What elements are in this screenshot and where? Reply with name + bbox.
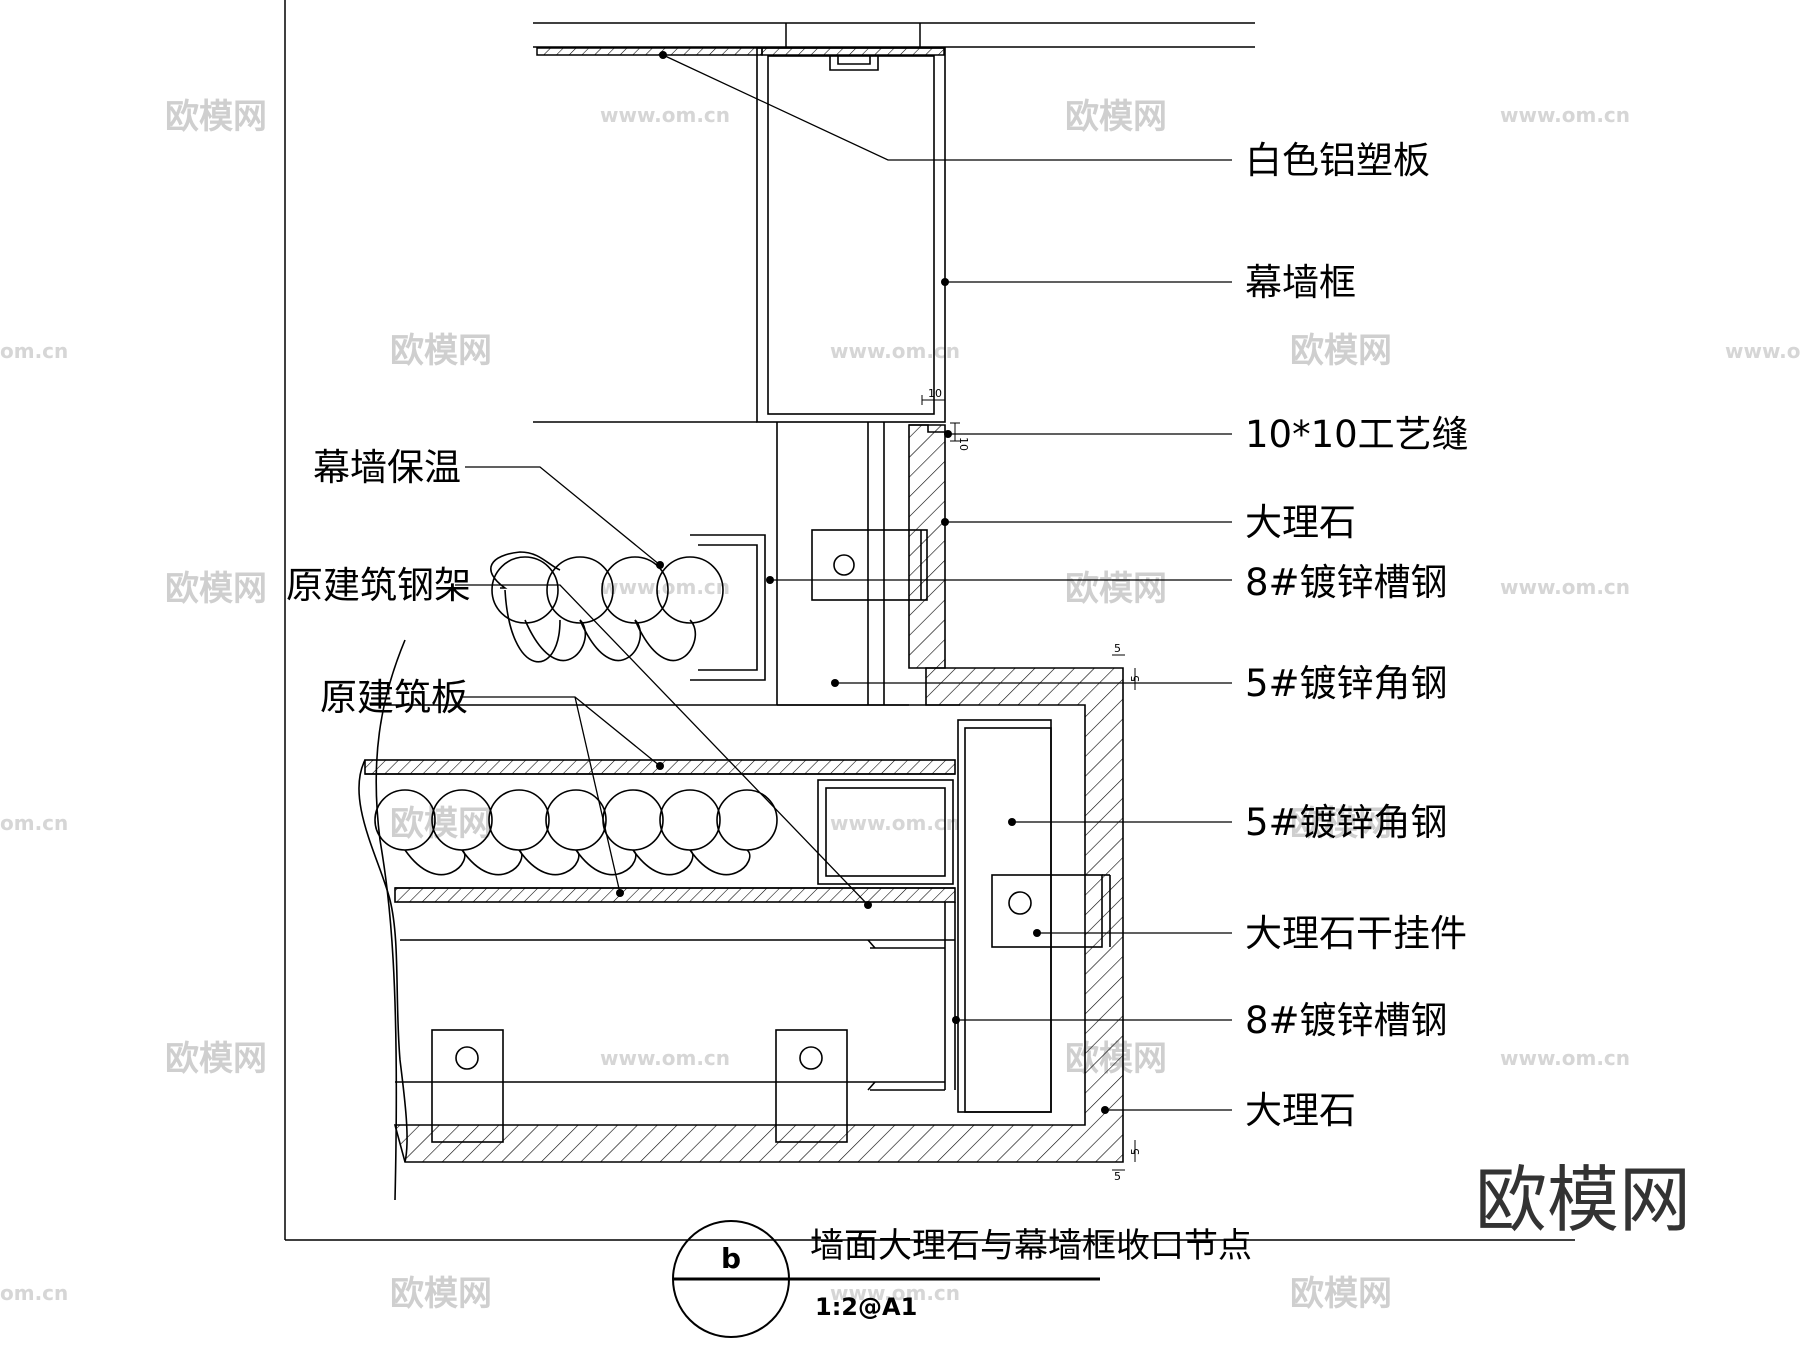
watermark-url: www.om.cn — [600, 1046, 730, 1070]
label-marble-upper: 大理石 — [1245, 501, 1356, 544]
label-insulation: 幕墙保温 — [313, 446, 461, 489]
watermark-url: www.om.cn — [830, 1281, 960, 1305]
insulation-lower — [374, 789, 778, 876]
edge-bottom-a-value: 5 — [1114, 1170, 1121, 1183]
watermark-brand: 欧模网 — [1065, 97, 1167, 137]
marble-upper — [908, 424, 946, 669]
brand-logo: 欧模网 — [1475, 1158, 1691, 1242]
watermark-url: www.om.cn — [1725, 339, 1800, 363]
detail-title: 墙面大理石与幕墙框收口节点 — [810, 1226, 1252, 1266]
label-channel-steel-upper: 8#镀锌槽钢 — [1245, 561, 1448, 604]
drawing-frame — [284, 0, 1575, 1241]
marble-lower — [393, 667, 1124, 1163]
right-labels: 白色铝塑板 幕墙框 10*10工艺缝 大理石 8#镀锌槽钢 5#镀锌角钢 5#镀… — [1245, 139, 1469, 1132]
watermark-brand: 欧模网 — [165, 569, 267, 609]
edge-dimensions: 5 5 5 5 — [1112, 642, 1142, 1183]
label-building-slab: 原建筑板 — [320, 676, 468, 719]
gap-height-value: 10 — [957, 437, 970, 451]
gap-width-value: 10 — [928, 387, 942, 400]
label-process-joint: 10*10工艺缝 — [1245, 413, 1469, 456]
watermark-url: www.om.cn — [830, 811, 960, 835]
angle-steel — [957, 719, 1052, 1113]
watermark-url: www.om.cn — [1500, 575, 1630, 599]
leader-dots — [616, 51, 1109, 1114]
building-slab — [364, 704, 960, 903]
watermark-url: om.cn — [0, 811, 68, 835]
watermark-brand: 欧模网 — [390, 804, 492, 844]
title-block: b 墙面大理石与幕墙框收口节点 1:2@A1 — [672, 1220, 1252, 1338]
label-marble-hanger: 大理石干挂件 — [1245, 912, 1467, 955]
watermark-url: www.om.cn — [600, 575, 730, 599]
watermark-url: www.om.cn — [1500, 1046, 1630, 1070]
watermark-url: www.om.cn — [600, 103, 730, 127]
gap-width-dimension: 10 — [921, 387, 946, 405]
edge-top-b-value: 5 — [1129, 675, 1142, 682]
watermark-brand: 欧模网 — [1065, 569, 1167, 609]
steel-channel-upper — [776, 422, 928, 706]
label-curtain-wall-frame: 幕墙框 — [1245, 261, 1356, 304]
insulation-upper — [490, 534, 766, 681]
watermark-brand: 欧模网 — [165, 1039, 267, 1079]
edge-top-a-value: 5 — [1114, 642, 1121, 655]
watermark-brand: 欧模网 — [165, 97, 267, 137]
break-lines — [358, 639, 408, 1201]
curtain-wall-frame — [756, 47, 946, 423]
watermark-brand: 欧模网 — [1290, 331, 1392, 371]
left-labels: 幕墙保温 原建筑钢架 原建筑板 — [286, 446, 471, 719]
watermark-url: om.cn — [0, 1281, 68, 1305]
watermark-brand: 欧模网 — [390, 331, 492, 371]
label-marble-lower: 大理石 — [1245, 1089, 1356, 1132]
watermark-layer: 欧模网 欧模网 欧模网 欧模网 欧模网 欧模网 欧模网 欧模网 欧模网 欧模网 … — [0, 97, 1800, 1314]
leader-lines — [455, 54, 1232, 1111]
label-angle-steel-lower: 5#镀锌角钢 — [1245, 801, 1448, 844]
aluminium-panel — [533, 22, 1255, 56]
edge-bottom-b-value: 5 — [1129, 1148, 1142, 1155]
detail-scale: 1:2@A1 — [815, 1293, 917, 1321]
watermark-brand: 欧模网 — [390, 1274, 492, 1314]
watermark-url: www.om.cn — [1500, 103, 1630, 127]
label-channel-steel-lower: 8#镀锌槽钢 — [1245, 999, 1448, 1042]
watermark-url: om.cn — [0, 339, 68, 363]
label-steel-frame: 原建筑钢架 — [286, 564, 471, 607]
watermark-url: www.om.cn — [830, 339, 960, 363]
detail-mark: b — [721, 1242, 741, 1275]
gap-height-dimension: 10 — [950, 422, 970, 451]
label-aluminium-panel: 白色铝塑板 — [1245, 139, 1430, 182]
watermark-brand: 欧模网 — [1290, 804, 1392, 844]
lower-bracket-assembly — [395, 902, 956, 1143]
label-angle-steel-upper: 5#镀锌角钢 — [1245, 662, 1448, 705]
watermark-brand: 欧模网 — [1290, 1274, 1392, 1314]
